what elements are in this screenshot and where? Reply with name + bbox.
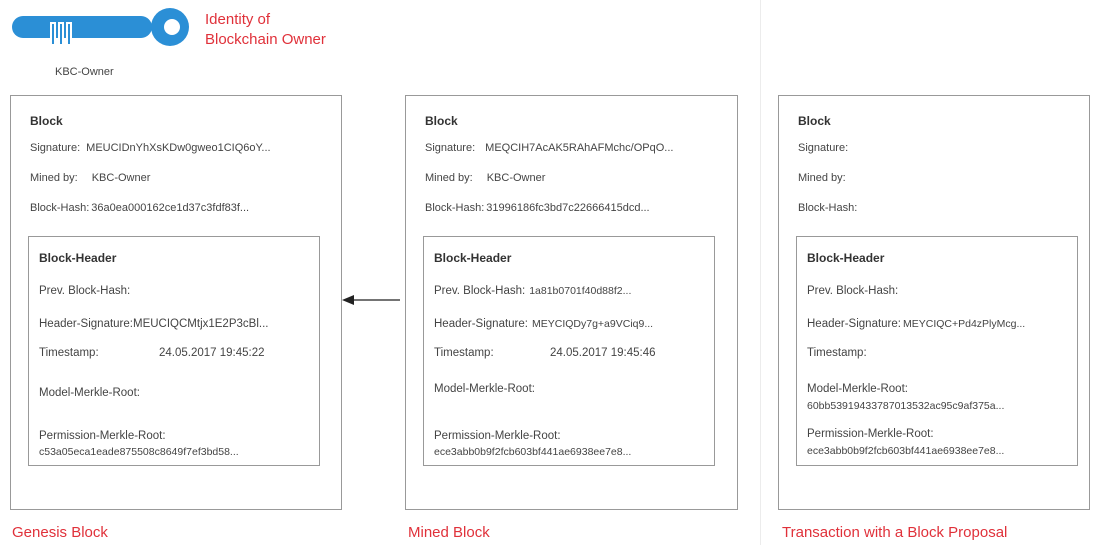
block-header: Block-Header Prev. Block-Hash:1a81b0701f… (423, 236, 715, 466)
proposal-block: Block Signature: Mined by: Block-Hash: B… (778, 95, 1090, 510)
block-hash-row: Block-Hash: (798, 202, 863, 214)
header-signature-row: Header-Signature:MEYCIQC+Pd4zPlyMcg... (807, 318, 1025, 330)
permission-merkle-label: Permission-Merkle-Root: (807, 428, 934, 440)
model-merkle-label: Model-Merkle-Root: (39, 387, 140, 399)
block-hash-row: Block-Hash:31996186fc3bd7c22666415dcd... (425, 202, 650, 214)
prev-hash-row: Prev. Block-Hash:1a81b0701f40d88f2... (434, 285, 631, 297)
timestamp-label: Timestamp: (39, 347, 99, 359)
signature-label: Signature: (30, 142, 81, 154)
prev-hash-label: Prev. Block-Hash: (39, 285, 131, 297)
mined-by-row: Mined by: (798, 172, 852, 184)
permission-merkle-value: c53a05eca1eade875508c8649f7ef3bd58... (39, 446, 239, 458)
permission-merkle-value: ece3abb0b9f2fcb603bf441ae6938ee7e8... (807, 445, 1005, 457)
header-signature-label: Header-Signature: (807, 318, 901, 330)
genesis-caption: Genesis Block (12, 524, 108, 541)
signature-row: Signature: MEQCIH7AcAK5RAhAFMchc/OPqO... (425, 142, 673, 154)
genesis-block: Block Signature: MEUCIDnYhXsKDw0gweo1CIQ6… (10, 95, 342, 510)
signature-row: Signature: (798, 142, 854, 154)
header-signature-row: Header-Signature:MEYCIQDy7g+a9VCiq9... (434, 318, 653, 330)
mined-by-label: Mined by: (798, 172, 846, 184)
block-hash-value: 36a0ea000162ce1d37c3fdf83f... (91, 202, 250, 214)
block-hash-label: Block-Hash: (30, 202, 90, 214)
mined-by-label: Mined by: (30, 172, 78, 184)
owner-label: KBC-Owner (55, 66, 114, 78)
timestamp-value: 24.05.2017 19:45:22 (159, 347, 265, 359)
permission-merkle-label: Permission-Merkle-Root: (434, 430, 561, 442)
block-header: Block-Header Prev. Block-Hash: Header-Si… (28, 236, 320, 466)
header-signature-row: Header-Signature:MEUCIQCMtjx1E2P3cBl... (39, 318, 268, 330)
block-header-title: Block-Header (434, 251, 512, 265)
block-hash-label: Block-Hash: (798, 202, 858, 214)
signature-label: Signature: (425, 142, 476, 154)
model-merkle-label: Model-Merkle-Root: (807, 383, 908, 395)
block-header-title: Block-Header (807, 251, 885, 265)
block-title: Block (30, 114, 63, 128)
signature-value: MEUCIDnYhXsKDw0gweo1CIQ6oY... (86, 142, 271, 154)
signature-label: Signature: (798, 142, 849, 154)
header-signature-label: Header-Signature: (434, 318, 528, 330)
model-merkle-label: Model-Merkle-Root: (434, 383, 535, 395)
block-hash-label: Block-Hash: (425, 202, 485, 214)
prev-hash-value: 1a81b0701f40d88f2... (529, 285, 632, 297)
proposal-caption: Transaction with a Block Proposal (782, 524, 1008, 541)
identity-label: Identity of Blockchain Owner (205, 10, 326, 50)
timestamp-label: Timestamp: (434, 347, 494, 359)
mined-by-label: Mined by: (425, 172, 473, 184)
prev-hash-row: Prev. Block-Hash: (39, 285, 130, 297)
chain-arrow (342, 295, 400, 305)
mined-caption: Mined Block (408, 524, 490, 541)
block-title: Block (798, 114, 831, 128)
block-header-title: Block-Header (39, 251, 117, 265)
header-signature-value: MEUCIQCMtjx1E2P3cBl... (132, 318, 269, 330)
block-hash-value: 31996186fc3bd7c22666415dcd... (486, 202, 650, 214)
block-header: Block-Header Prev. Block-Hash: Header-Si… (796, 236, 1078, 466)
signature-row: Signature: MEUCIDnYhXsKDw0gweo1CIQ6oY... (30, 142, 271, 154)
prev-hash-label: Prev. Block-Hash: (807, 285, 899, 297)
mined-by-value: KBC-Owner (486, 172, 546, 184)
mined-block: Block Signature: MEQCIH7AcAK5RAhAFMchc/OP… (405, 95, 738, 510)
mined-by-value: KBC-Owner (91, 172, 151, 184)
mined-by-row: Mined by: KBC-Owner (30, 172, 150, 184)
model-merkle-value: 60bb53919433787013532ac95c9af375a... (807, 400, 1005, 412)
header-signature-value: MEYCIQDy7g+a9VCiq9... (531, 318, 654, 330)
identity-line-2: Blockchain Owner (205, 31, 326, 48)
block-hash-row: Block-Hash:36a0ea000162ce1d37c3fdf83f... (30, 202, 249, 214)
timestamp-value: 24.05.2017 19:45:46 (550, 347, 656, 359)
key-icon (12, 8, 189, 46)
permission-merkle-value: ece3abb0b9f2fcb603bf441ae6938ee7e8... (434, 446, 632, 458)
header-signature-value: MEYCIQC+Pd4zPlyMcg... (902, 318, 1026, 330)
block-title: Block (425, 114, 458, 128)
header-signature-label: Header-Signature: (39, 318, 133, 330)
signature-value: MEQCIH7AcAK5RAhAFMchc/OPqO... (485, 142, 674, 154)
identity-line-1: Identity of (205, 11, 271, 28)
mined-by-row: Mined by: KBC-Owner (425, 172, 545, 184)
prev-hash-row: Prev. Block-Hash: (807, 285, 898, 297)
timestamp-label: Timestamp: (807, 347, 867, 359)
permission-merkle-label: Permission-Merkle-Root: (39, 430, 166, 442)
section-divider (760, 0, 761, 545)
prev-hash-label: Prev. Block-Hash: (434, 285, 526, 297)
